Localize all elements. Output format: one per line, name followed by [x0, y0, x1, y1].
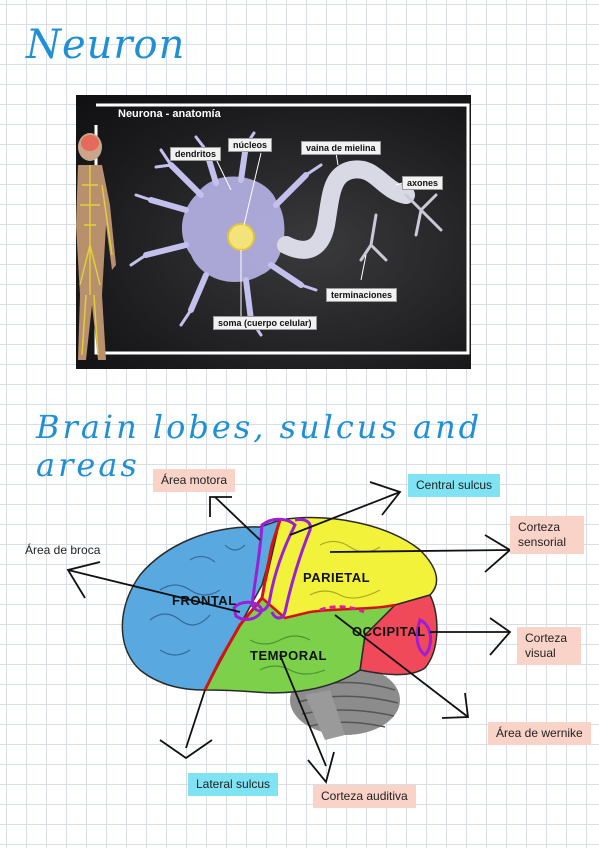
- label-soma: soma (cuerpo celular): [213, 316, 317, 330]
- lobe-label-temporal: TEMPORAL: [250, 648, 327, 663]
- neuron-soma-shape: [129, 131, 323, 337]
- tag-corteza-sensorial: Corteza sensorial: [510, 516, 584, 554]
- label-dendritos: dendritos: [170, 147, 222, 161]
- visual-area-outline: [415, 617, 433, 658]
- broca-area-outline: [232, 600, 264, 621]
- label-terminaciones: terminaciones: [326, 288, 398, 302]
- neuron-illustration: [76, 103, 470, 360]
- pointer-arrows: [66, 481, 512, 784]
- lobe-label-parietal: PARIETAL: [303, 570, 371, 585]
- tag-corteza-auditiva: Corteza auditiva: [313, 785, 416, 808]
- lobe-label-frontal: FRONTAL: [172, 593, 237, 608]
- sensory-area-outline: [270, 518, 312, 620]
- label-axones: axones: [402, 176, 444, 190]
- tag-area-motora: Área motora: [153, 469, 236, 492]
- tag-central-sulcus: Central sulcus: [408, 474, 501, 497]
- neuron-heading: Neuron: [26, 22, 186, 68]
- label-nucleos: núcleos: [228, 138, 273, 152]
- lateral-sulcus-line: [203, 597, 264, 691]
- label-vaina: vaina de mielina: [301, 141, 381, 155]
- tag-corteza-visual: Corteza visual: [517, 627, 581, 665]
- frontal-lobe: [121, 518, 282, 691]
- myelin-axon-shape: [277, 160, 443, 262]
- occipital-lobe: [359, 594, 438, 676]
- motor-area-outline: [250, 517, 297, 613]
- neuron-anatomy-image: Neurona - anatomía dendritos núcleos vai…: [76, 95, 471, 369]
- brainstem-shape: [305, 690, 345, 740]
- central-sulcus-line: [260, 519, 282, 599]
- tag-lateral-sulcus: Lateral sulcus: [188, 773, 279, 796]
- human-body-figure: [76, 133, 116, 360]
- tag-area-wernike: Área de wernike: [488, 722, 591, 745]
- panel-title: Neurona - anatomía: [118, 108, 221, 120]
- tag-area-broca: Área de broca: [25, 543, 101, 557]
- brain-heading: Brain lobes, sulcus and areas: [36, 408, 483, 484]
- lobe-label-occipital: OCCIPITAL: [352, 624, 426, 639]
- gyri-texture: [149, 544, 246, 656]
- wernike-outline: [319, 605, 365, 614]
